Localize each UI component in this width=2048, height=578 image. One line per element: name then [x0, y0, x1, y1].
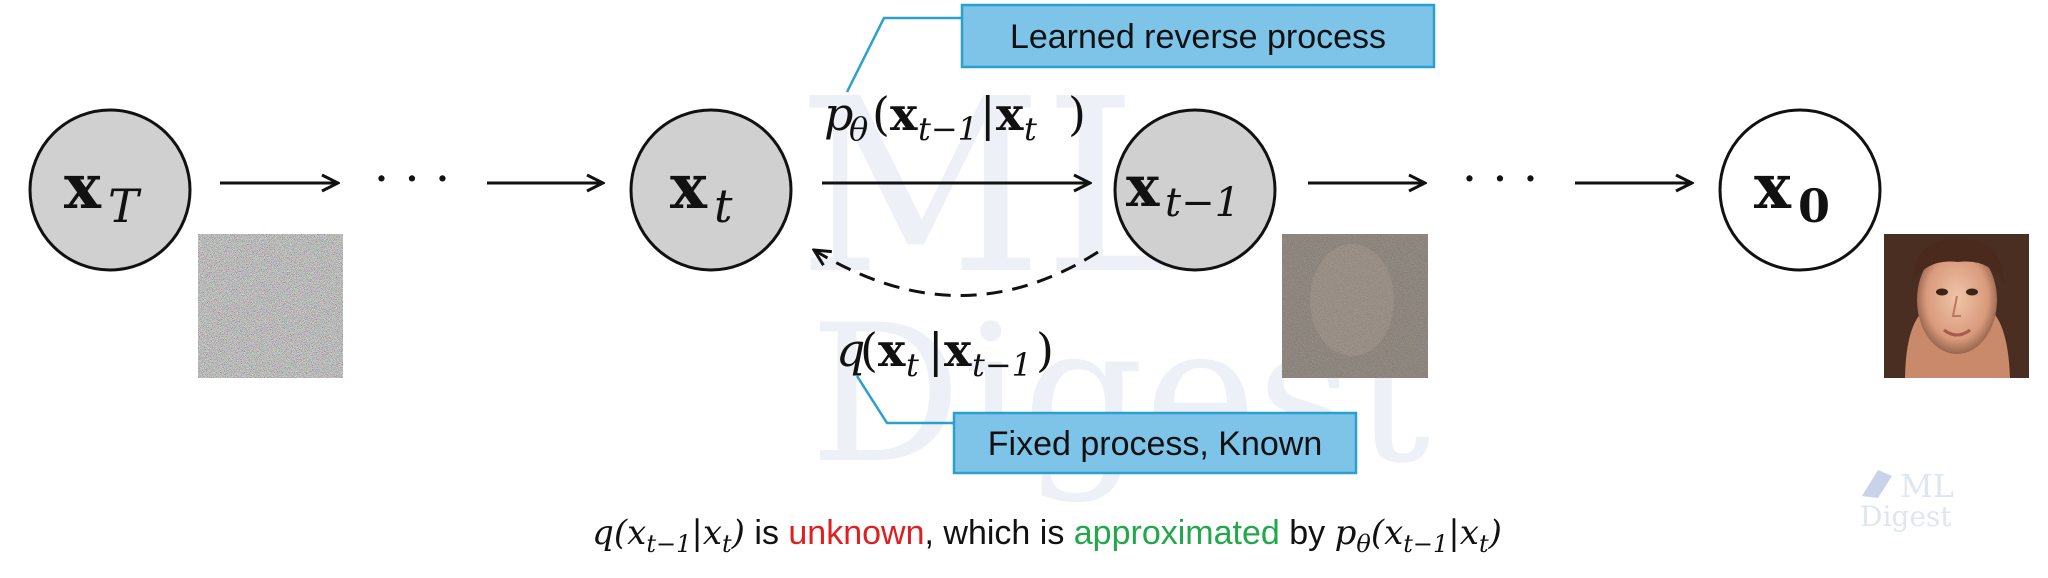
caption-approximated: approximated: [1074, 514, 1280, 552]
reverse-theta: θ: [849, 110, 868, 148]
caption-by: by: [1280, 514, 1335, 552]
node-xt-main: x: [670, 150, 708, 223]
caption-p-close: ): [1488, 513, 1502, 553]
caption-p-sub1: t−1: [1403, 530, 1448, 558]
caption-line: q(xt−1|xt) is unknown, which is approxim…: [592, 513, 1502, 558]
noise-image: [198, 234, 343, 378]
forward-x1: x: [878, 323, 906, 377]
reverse-x1: x: [890, 87, 918, 141]
forward-x1-sub: t: [906, 346, 919, 384]
reverse-x2: x: [996, 87, 1024, 141]
ellipsis-left: · · ·: [374, 151, 450, 207]
caption-which-is: , which is: [925, 514, 1074, 552]
reverse-open: (: [872, 87, 890, 141]
node-x0: x 0: [1718, 108, 1882, 272]
caption-p-sub2: t: [1479, 530, 1489, 558]
node-xt1-sub: t−1: [1165, 180, 1240, 226]
caption-p-sub: θ: [1356, 530, 1371, 558]
watermark-logo: ML Digest: [1860, 467, 1954, 533]
node-xt1-main: x: [1126, 154, 1160, 220]
reverse-process-label: p θ ( x t−1 | x t ): [824, 87, 1086, 148]
callout-fixed-leader: [855, 375, 954, 425]
reverse-close: ): [1068, 87, 1086, 141]
callout-learned-box: [960, 3, 1436, 69]
ellipsis-right: · · ·: [1462, 151, 1538, 207]
node-xt-sub: t: [714, 179, 733, 233]
caption-p-open: (x: [1371, 513, 1403, 553]
forward-close: ): [1036, 323, 1054, 377]
caption-q-sub: t−1: [646, 530, 691, 558]
callout-learned: Learned reverse process: [845, 3, 1436, 93]
forward-process-label: q ( x t | x t−1 ): [836, 323, 1054, 384]
face-image: [1884, 234, 2029, 378]
watermark-logo-ml: ML: [1900, 467, 1954, 505]
caption-q-sub2: t: [722, 530, 732, 558]
caption-p: p: [1335, 513, 1357, 553]
callout-fixed: Fixed process, Known: [855, 375, 1358, 475]
caption: q(xt−1|xt) is unknown, which is approxim…: [592, 513, 1502, 558]
dashed-forward-arrow: [814, 250, 1099, 297]
node-xt1: x t−1: [1113, 108, 1277, 272]
caption-p-mid: |x: [1448, 513, 1479, 553]
reverse-p: p: [824, 87, 853, 141]
reverse-x2-sub: t: [1024, 110, 1037, 148]
caption-q-mid: |x: [691, 513, 722, 553]
node-xT-sub: T: [108, 179, 142, 233]
forward-q: q: [836, 323, 865, 377]
forward-x2: x: [944, 323, 972, 377]
reverse-bar: |: [980, 87, 996, 141]
node-xT: x T: [28, 108, 192, 272]
callout-fixed-box: [952, 411, 1358, 475]
caption-unknown: unknown: [788, 514, 924, 552]
callout-learned-leader: [845, 16, 962, 93]
caption-q-expr: q(x: [592, 513, 646, 553]
book-icon: [1862, 470, 1892, 498]
watermark-logo-digest: Digest: [1860, 500, 1952, 533]
node-x0-main: x: [1754, 150, 1792, 223]
caption-is: is: [745, 514, 788, 552]
callout-learned-text: Learned reverse process: [1010, 18, 1386, 56]
node-x0-sub: 0: [1798, 179, 1830, 233]
callout-fixed-text: Fixed process, Known: [988, 425, 1323, 463]
forward-bar: |: [928, 323, 944, 377]
caption-q-close: ): [731, 513, 745, 553]
node-xT-main: x: [64, 150, 102, 223]
noisy-face-image: [1282, 234, 1428, 378]
reverse-x1-sub: t−1: [918, 110, 978, 148]
forward-open: (: [860, 323, 878, 377]
node-xt: x t: [629, 108, 793, 272]
forward-x2-sub: t−1: [972, 346, 1032, 384]
